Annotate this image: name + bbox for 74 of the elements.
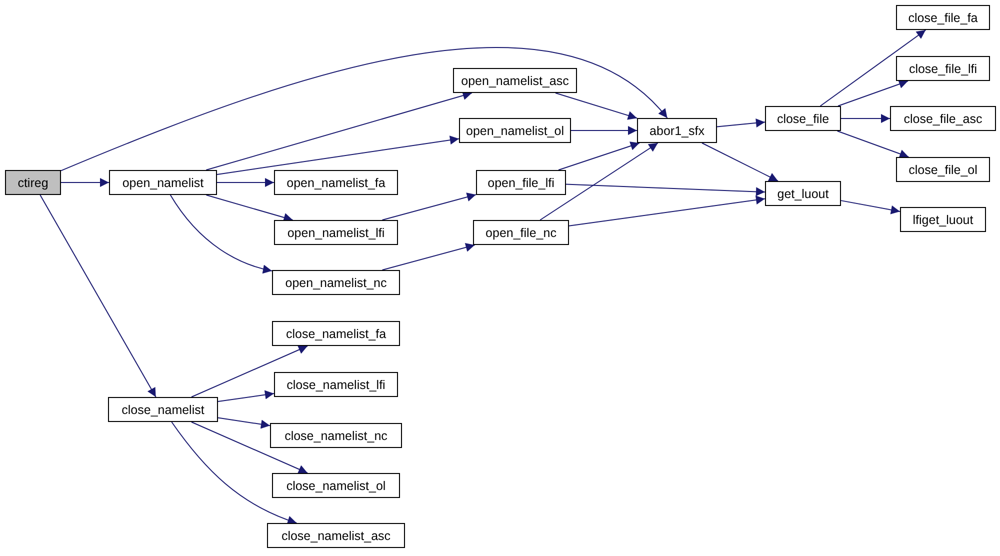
function-name: ctireg [18, 176, 48, 190]
arrow [716, 118, 766, 128]
function-box [765, 106, 841, 131]
arrow [170, 194, 272, 274]
arrow [60, 178, 110, 187]
arrow [820, 30, 926, 106]
function-box [473, 220, 569, 245]
function-box [270, 423, 402, 448]
function-name: open_namelist_fa [286, 176, 386, 190]
arrow [382, 192, 476, 220]
function-box [274, 372, 398, 397]
arrow [540, 142, 658, 220]
function-name: open_namelist [122, 176, 204, 190]
function-box [272, 270, 400, 295]
function-name: close_namelist_asc [281, 528, 391, 542]
arrow [566, 184, 766, 196]
arrow [206, 91, 472, 170]
function-name: close_namelist_fa [286, 326, 386, 340]
arrow [218, 417, 270, 429]
arrow [216, 178, 274, 187]
function-box [476, 170, 566, 195]
function-name: close_namelist_lfi [286, 378, 386, 392]
function-name: close_file_asc [904, 112, 982, 126]
function-name: open_namelist_ol [466, 124, 564, 138]
function-name: close_file_fa [908, 10, 978, 24]
function-box [765, 181, 841, 206]
arrow [702, 142, 778, 182]
function-name: close_file [776, 112, 830, 126]
arrow [570, 126, 638, 135]
arrow [171, 422, 298, 524]
function-box [267, 523, 405, 548]
function-box [896, 157, 990, 182]
function-name: open_file_lfi [488, 176, 554, 190]
function-box [272, 473, 400, 498]
arrow [382, 243, 476, 270]
arrow [190, 422, 308, 474]
function-name: get_luout [777, 186, 829, 200]
arrow [568, 196, 766, 226]
function-box [900, 207, 986, 232]
arrow [838, 80, 908, 106]
function-box [109, 170, 217, 195]
arrow [40, 194, 156, 398]
arrow [206, 194, 294, 222]
arrow [558, 142, 640, 170]
function-name: close_file_ol [908, 162, 978, 176]
arrow [60, 47, 668, 172]
function-name: close_file_lfi [908, 62, 978, 76]
arrow [840, 200, 900, 214]
function-box [272, 321, 400, 346]
function-box [459, 118, 571, 143]
arrow [218, 390, 274, 402]
function-name: open_namelist_nc [285, 276, 387, 290]
arrow [836, 130, 910, 158]
function-name: close_namelist_nc [284, 428, 388, 442]
function-name: open_namelist_lfi [287, 226, 385, 240]
function-name: open_file_nc [486, 226, 556, 240]
function-box [274, 220, 398, 245]
function-box [108, 397, 218, 422]
function-box [896, 56, 990, 81]
function-box [453, 68, 577, 93]
function-box [637, 118, 717, 143]
function-name: close_namelist_ol [286, 478, 386, 492]
function-name: open_namelist_asc [461, 74, 569, 88]
function-box [896, 5, 990, 30]
function-box [5, 170, 61, 195]
arrow [216, 136, 460, 176]
function-name: lfiget_luout [912, 212, 974, 226]
function-box [274, 170, 398, 195]
arrow [190, 346, 308, 398]
arrow [555, 92, 638, 120]
function-name: abor1_sfx [650, 124, 704, 138]
function-name: close_namelist [122, 402, 204, 416]
arrow [840, 114, 890, 123]
function-box [890, 106, 996, 131]
